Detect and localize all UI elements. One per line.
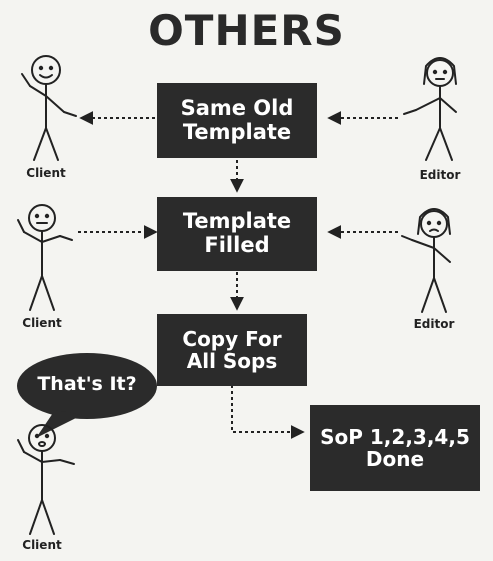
box-template-line-2: Template bbox=[182, 119, 292, 144]
editor-1-figure bbox=[403, 57, 457, 161]
label-editor-1: Editor bbox=[419, 168, 461, 182]
box-done-line-1: SoP 1,2,3,4,5 bbox=[320, 424, 470, 449]
box-sop-done: SoP 1,2,3,4,5 Done bbox=[310, 405, 480, 491]
speech-bubble-shape bbox=[17, 353, 157, 438]
label-client-1: Client bbox=[26, 166, 66, 180]
box-copy-for-all-sops: Copy For All Sops bbox=[157, 314, 307, 386]
box-done-line-2: Done bbox=[365, 447, 425, 471]
box-same-old-template: Same Old Template bbox=[157, 83, 317, 158]
box-template-filled: Template Filled bbox=[157, 197, 317, 271]
box-copy-line-1: Copy For bbox=[182, 326, 282, 351]
client-2-figure bbox=[17, 204, 73, 311]
client-1-figure bbox=[21, 55, 77, 161]
label-editor-2: Editor bbox=[413, 317, 455, 331]
editor-2-figure bbox=[401, 208, 451, 313]
speech-bubble-text: That's It? bbox=[37, 373, 137, 395]
diagram-title: OTHERS bbox=[148, 6, 345, 55]
box-copy-line-2: All Sops bbox=[186, 349, 278, 373]
label-client-3: Client bbox=[22, 538, 62, 552]
label-client-2: Client bbox=[22, 316, 62, 330]
box-template-line-1: Same Old bbox=[180, 95, 294, 120]
box-filled-line-1: Template bbox=[182, 209, 292, 234]
box-filled-line-2: Filled bbox=[204, 233, 270, 257]
client-3-figure bbox=[17, 424, 75, 535]
arrow-copy-to-done bbox=[231, 385, 305, 439]
